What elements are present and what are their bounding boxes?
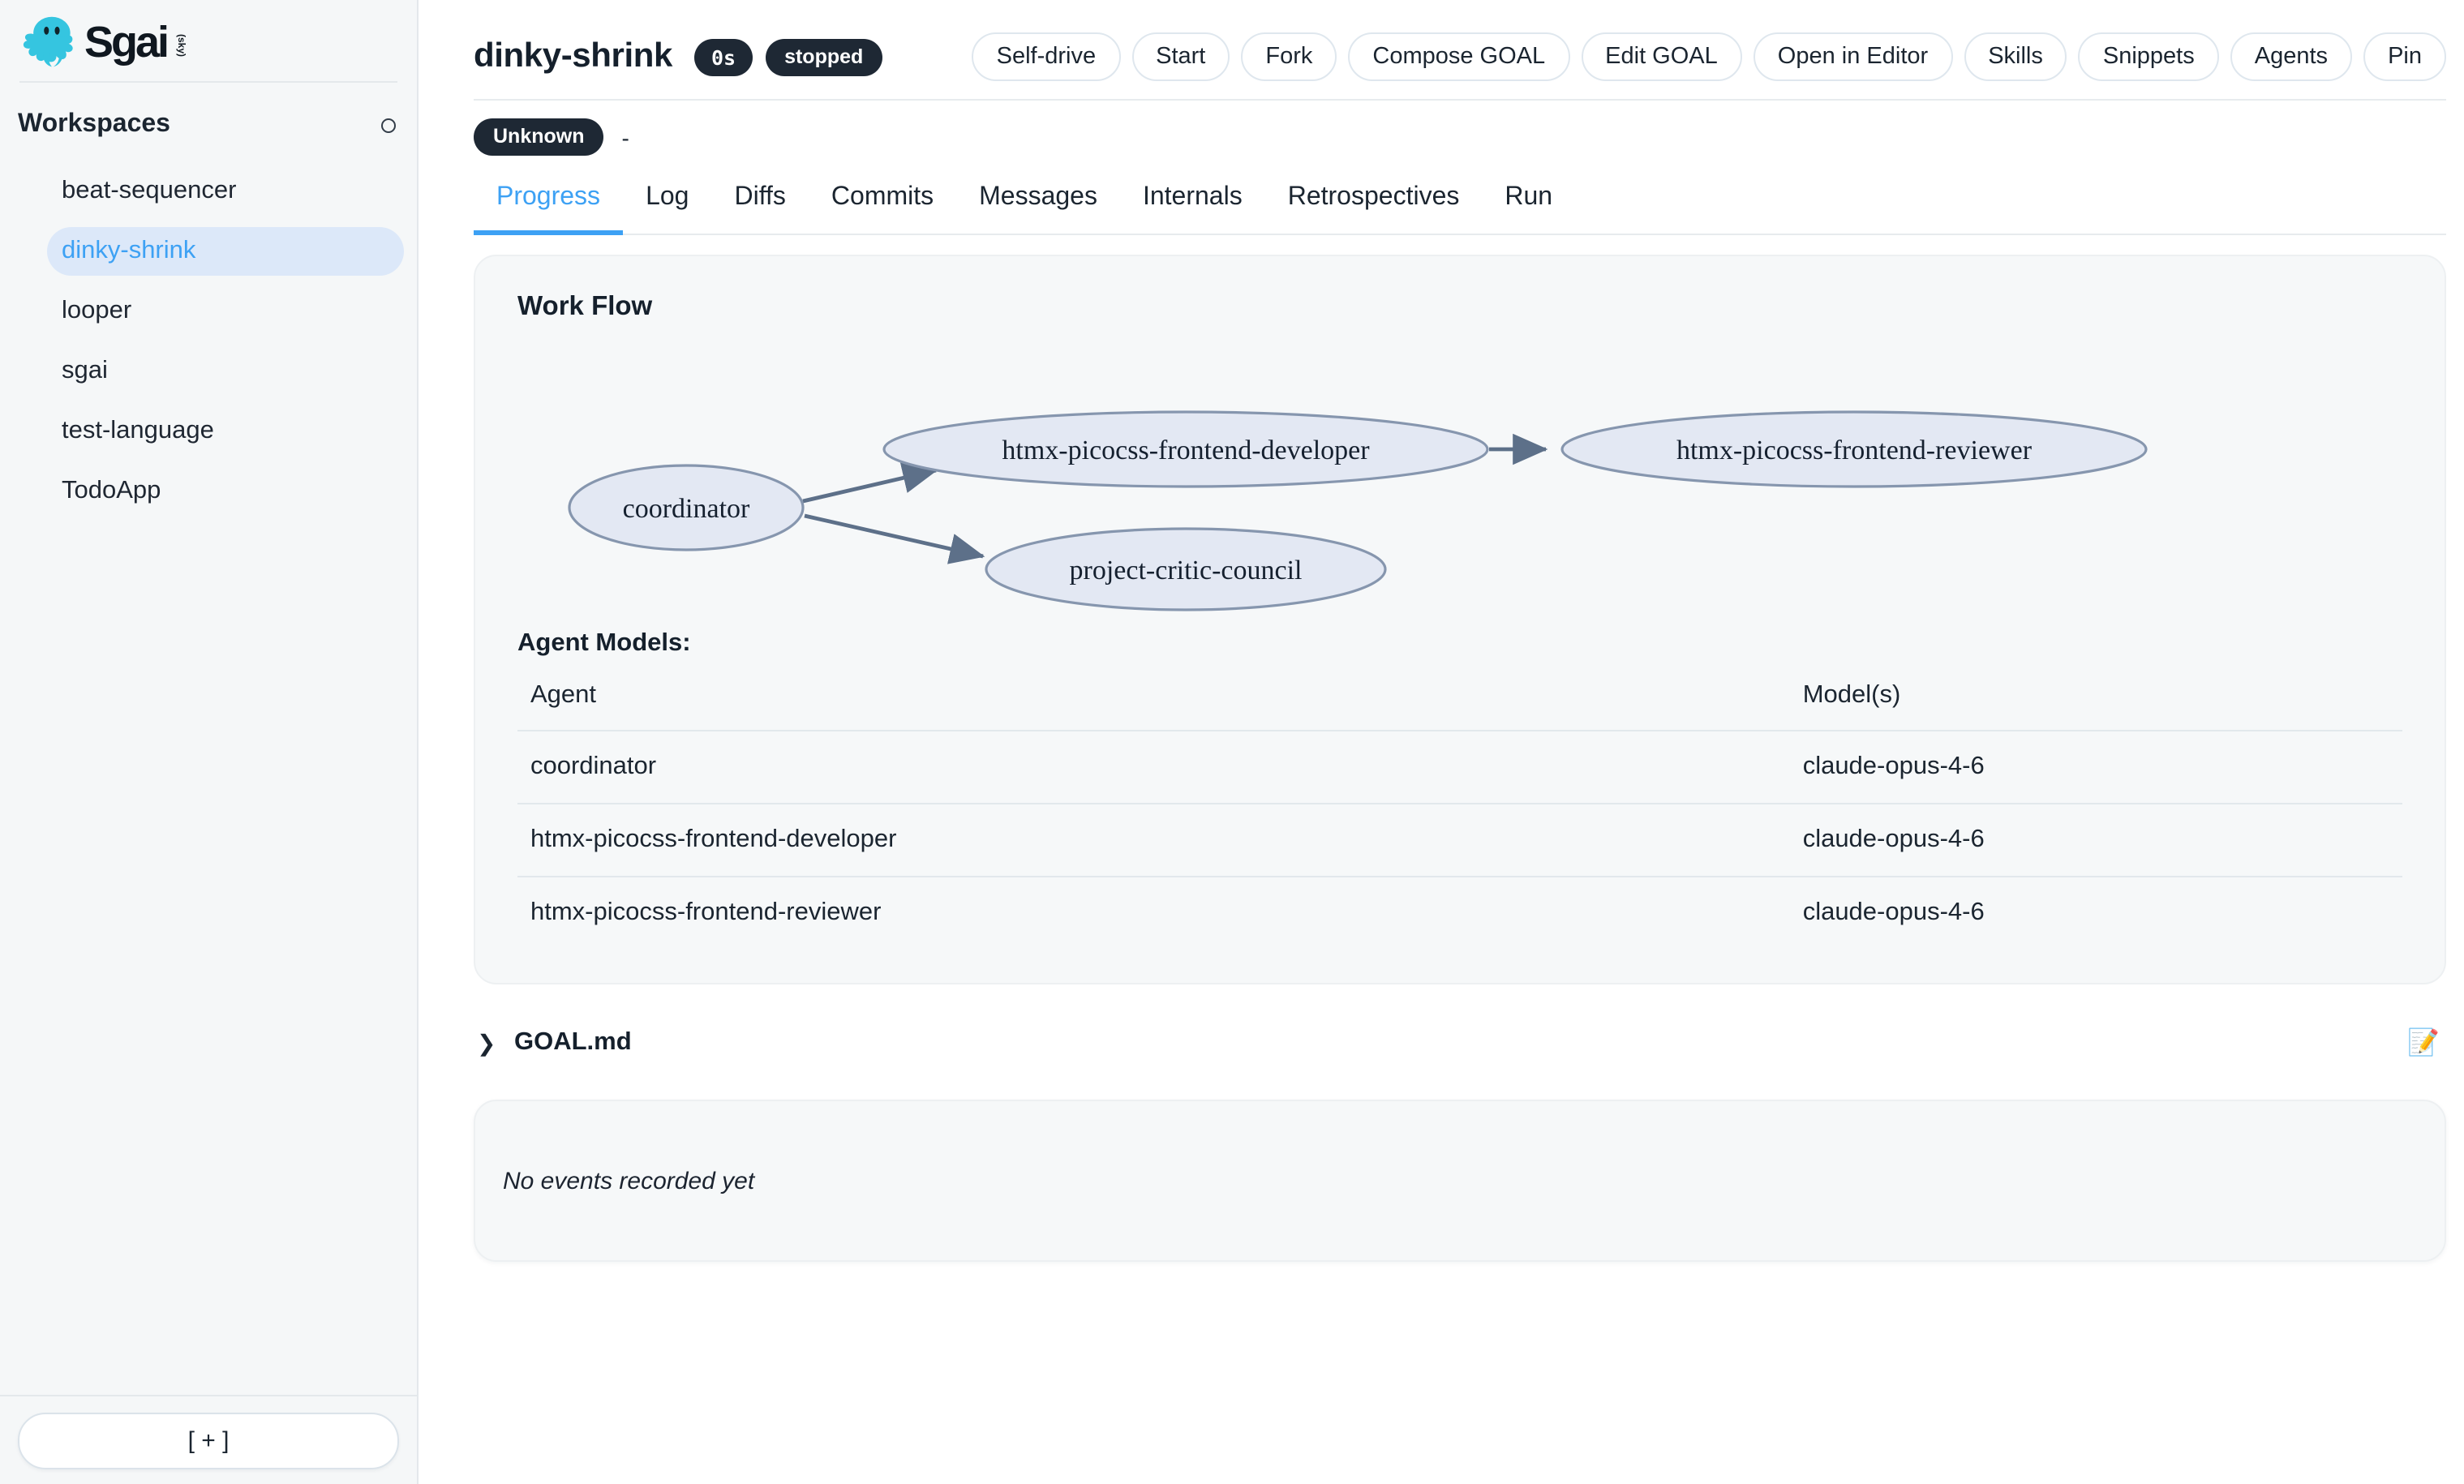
- sidebar-divider: [19, 81, 397, 83]
- status-badge: stopped: [765, 38, 883, 75]
- agent-models-table: Agent Model(s) coordinator claude-opus-4…: [517, 662, 2402, 949]
- tab-commits[interactable]: Commits: [831, 183, 934, 211]
- column-header-agent: Agent: [517, 662, 1790, 731]
- workflow-title: Work Flow: [517, 292, 653, 321]
- goal-filename[interactable]: GOAL.md: [514, 1028, 632, 1056]
- table-header-row: Agent Model(s): [517, 662, 2402, 731]
- logo-subtext: (sky): [175, 33, 186, 58]
- tab-diffs[interactable]: Diffs: [734, 183, 786, 211]
- tab-internals[interactable]: Internals: [1142, 183, 1243, 211]
- tab-log[interactable]: Log: [646, 183, 689, 211]
- model-cell: claude-opus-4-6: [1789, 804, 2402, 877]
- workflow-diagram: htmx-picocss-frontend-developer htmx-pic…: [568, 410, 2148, 611]
- add-workspace-button[interactable]: [ + ]: [18, 1413, 399, 1469]
- agent-cell: htmx-picocss-frontend-reviewer: [530, 899, 882, 926]
- agents-button[interactable]: Agents: [2230, 32, 2353, 81]
- tab-bar: Progress Log Diffs Commits Messages Inte…: [474, 167, 2446, 235]
- model-cell: claude-opus-4-6: [1802, 899, 1985, 926]
- events-empty-message: No events recorded yet: [503, 1167, 755, 1194]
- tab-progress[interactable]: Progress: [474, 167, 624, 235]
- state-badge: Unknown: [474, 118, 604, 156]
- node-council: project-critic-council: [985, 527, 1387, 611]
- workspaces-title: Workspaces: [18, 110, 170, 138]
- edge-coordinator-developer: [802, 462, 938, 504]
- workspaces-header: Workspaces: [0, 83, 417, 152]
- state-suffix: -: [621, 124, 629, 150]
- sidebar-footer: [ + ]: [0, 1395, 417, 1484]
- column-header-models: Model(s): [1789, 662, 2402, 731]
- table-row: htmx-picocss-frontend-developer claude-o…: [517, 804, 2402, 877]
- header-divider: [474, 99, 2446, 101]
- edge-coordinator-council: [804, 513, 985, 564]
- duration-badge: 0s: [694, 38, 753, 75]
- sidebar-item-test-language[interactable]: test-language: [62, 417, 214, 444]
- node-developer: htmx-picocss-frontend-developer: [882, 410, 1489, 488]
- start-button[interactable]: Start: [1131, 32, 1230, 81]
- tab-run[interactable]: Run: [1505, 183, 1553, 211]
- state-row: Unknown -: [474, 118, 2446, 156]
- page-title: dinky-shrink: [474, 37, 672, 75]
- goal-section: ❯ GOAL.md 📝: [474, 1027, 2446, 1059]
- tab-messages[interactable]: Messages: [979, 183, 1097, 211]
- pin-button[interactable]: Pin: [2363, 32, 2446, 81]
- svg-text:htmx-picocss-frontend-develope: htmx-picocss-frontend-developer: [1002, 435, 1370, 465]
- snippets-button[interactable]: Snippets: [2078, 32, 2219, 81]
- main-content: dinky-shrink 0s stopped Self-drive Start…: [419, 0, 2464, 1484]
- page-header: dinky-shrink 0s stopped Self-drive Start…: [474, 32, 2446, 81]
- tab-retrospectives[interactable]: Retrospectives: [1287, 183, 1460, 211]
- svg-text:project-critic-council: project-critic-council: [1070, 555, 1303, 585]
- sidebar-item-sgai[interactable]: sgai: [62, 357, 108, 384]
- svg-text:coordinator: coordinator: [623, 494, 750, 524]
- octopus-logo-icon: [23, 16, 73, 67]
- edit-goal-button[interactable]: Edit GOAL: [1581, 32, 1742, 81]
- sidebar-item-looper[interactable]: looper: [62, 297, 132, 324]
- node-reviewer: htmx-picocss-frontend-reviewer: [1560, 410, 2148, 488]
- logo: Sgai (sky): [0, 0, 417, 81]
- workspaces-status-circle-icon[interactable]: [381, 118, 396, 132]
- logo-text: Sgai: [84, 17, 170, 66]
- table-row: coordinator claude-opus-4-6: [517, 731, 2402, 804]
- model-cell: claude-opus-4-6: [1789, 731, 2402, 804]
- sidebar-item-todoapp[interactable]: TodoApp: [62, 477, 161, 504]
- agent-cell: htmx-picocss-frontend-developer: [517, 804, 1790, 877]
- agent-cell: coordinator: [517, 731, 1790, 804]
- svg-text:htmx-picocss-frontend-reviewer: htmx-picocss-frontend-reviewer: [1676, 435, 2033, 465]
- sidebar: Sgai (sky) Workspaces beat-sequencer din…: [0, 0, 419, 1484]
- agent-models-label: Agent Models:: [517, 629, 691, 657]
- action-buttons: Self-drive Start Fork Compose GOAL Edit …: [972, 32, 2446, 81]
- title-badges: 0s stopped: [694, 38, 883, 75]
- events-panel: No events recorded yet: [474, 1100, 2446, 1262]
- workspace-list: beat-sequencer dinky-shrink looper sgai …: [0, 167, 417, 527]
- skills-button[interactable]: Skills: [1964, 32, 2067, 81]
- sidebar-item-beat-sequencer[interactable]: beat-sequencer: [62, 177, 237, 204]
- sidebar-item-dinky-shrink[interactable]: dinky-shrink: [47, 227, 404, 276]
- chevron-right-icon[interactable]: ❯: [477, 1029, 496, 1055]
- node-coordinator: coordinator: [568, 464, 805, 551]
- table-row: htmx-picocss-frontend-reviewer claude-op…: [517, 877, 2402, 949]
- compose-goal-button[interactable]: Compose GOAL: [1348, 32, 1570, 81]
- self-drive-button[interactable]: Self-drive: [972, 32, 1121, 81]
- fork-button[interactable]: Fork: [1241, 32, 1337, 81]
- edit-goal-icon[interactable]: 📝: [2407, 1030, 2440, 1057]
- workflow-card: Work Flow htmx-picocss-frontend-develope…: [474, 255, 2446, 984]
- open-in-editor-button[interactable]: Open in Editor: [1753, 32, 1953, 81]
